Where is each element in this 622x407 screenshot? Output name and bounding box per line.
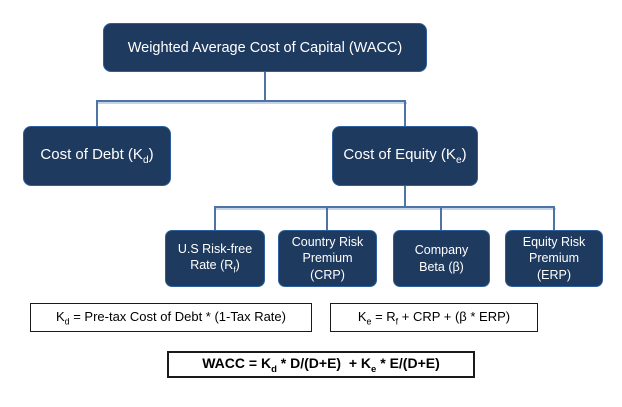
node-cost-of-equity: Cost of Equity (Ke) [332, 126, 478, 186]
formula-cost-of-equity-text: Ke = Rf + CRP + (β * ERP) [357, 308, 511, 327]
node-wacc-label: Weighted Average Cost of Capital (WACC) [127, 39, 403, 56]
connector-to-cost-of-equity [404, 101, 406, 126]
formula-cost-of-debt-text: Kd = Pre-tax Cost of Debt * (1-Tax Rate) [56, 308, 286, 327]
formula-wacc-text: WACC = Kd * D/(D+E) + Ke * E/(D+E) [202, 354, 440, 375]
node-wacc: Weighted Average Cost of Capital (WACC) [103, 23, 427, 72]
node-company-beta-label: Company Beta (β) [414, 243, 469, 274]
connector-to-country-risk-premium [326, 207, 328, 230]
connector-equity-vertical [404, 186, 406, 207]
node-equity-risk-premium: Equity Risk Premium (ERP) [505, 230, 603, 287]
node-company-beta: Company Beta (β) [393, 230, 490, 287]
node-country-risk-premium-label: Country Risk Premium (CRP) [291, 235, 364, 282]
node-cost-of-equity-label: Cost of Equity (Ke) [343, 146, 467, 166]
connector-to-cost-of-debt [96, 101, 98, 126]
connector-to-risk-free-rate [214, 207, 216, 230]
node-country-risk-premium: Country Risk Premium (CRP) [278, 230, 377, 287]
node-equity-risk-premium-label: Equity Risk Premium (ERP) [522, 235, 586, 282]
node-us-risk-free-rate-label: U.S Risk-free Rate (Rf) [177, 242, 253, 275]
formula-cost-of-equity: Ke = Rf + CRP + (β * ERP) [330, 303, 538, 332]
connector-root-vertical [264, 72, 266, 101]
node-us-risk-free-rate: U.S Risk-free Rate (Rf) [165, 230, 265, 287]
formula-cost-of-debt: Kd = Pre-tax Cost of Debt * (1-Tax Rate) [30, 303, 312, 332]
formula-wacc: WACC = Kd * D/(D+E) + Ke * E/(D+E) [167, 351, 475, 378]
connector-mid-horizontal [214, 206, 555, 208]
connector-to-equity-risk-premium [553, 207, 555, 230]
node-cost-of-debt-label: Cost of Debt (Kd) [40, 146, 154, 166]
node-cost-of-debt: Cost of Debt (Kd) [23, 126, 171, 186]
connector-to-company-beta [440, 207, 442, 230]
connector-top-horizontal [96, 100, 406, 102]
